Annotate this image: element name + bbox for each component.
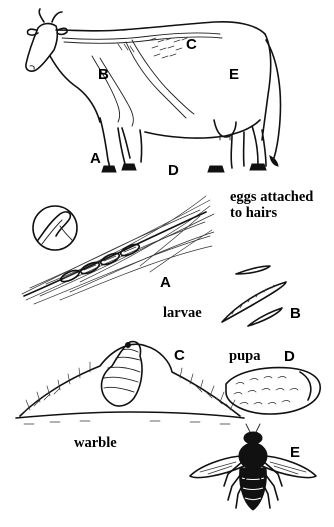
eggs-label-line2: to hairs [230, 205, 277, 221]
larvae-label: larvae [163, 305, 202, 321]
pupa-label: pupa [229, 348, 261, 364]
fly-letter-e: E [290, 444, 300, 461]
warble-letter-c: C [174, 347, 185, 364]
magnified-egg-circle [33, 206, 77, 250]
eggs-letter-a: A [160, 274, 171, 291]
warble-illustration [16, 342, 244, 424]
adult-fly-illustration [190, 424, 316, 510]
cow-label-e: E [229, 66, 239, 83]
pupa-letter-d: D [284, 348, 295, 365]
pupa-illustration [226, 368, 320, 414]
eggs-label-line1: eggs attached [230, 189, 313, 205]
cow-label-a: A [90, 150, 101, 167]
cow-label-d: D [168, 162, 179, 179]
warble-label: warble [74, 435, 117, 451]
larvae-letter-b: B [290, 305, 301, 322]
cow-illustration [26, 9, 281, 172]
cow-label-c: C [186, 36, 197, 53]
cow-label-b: B [98, 66, 109, 83]
larvae-illustration [222, 266, 286, 326]
